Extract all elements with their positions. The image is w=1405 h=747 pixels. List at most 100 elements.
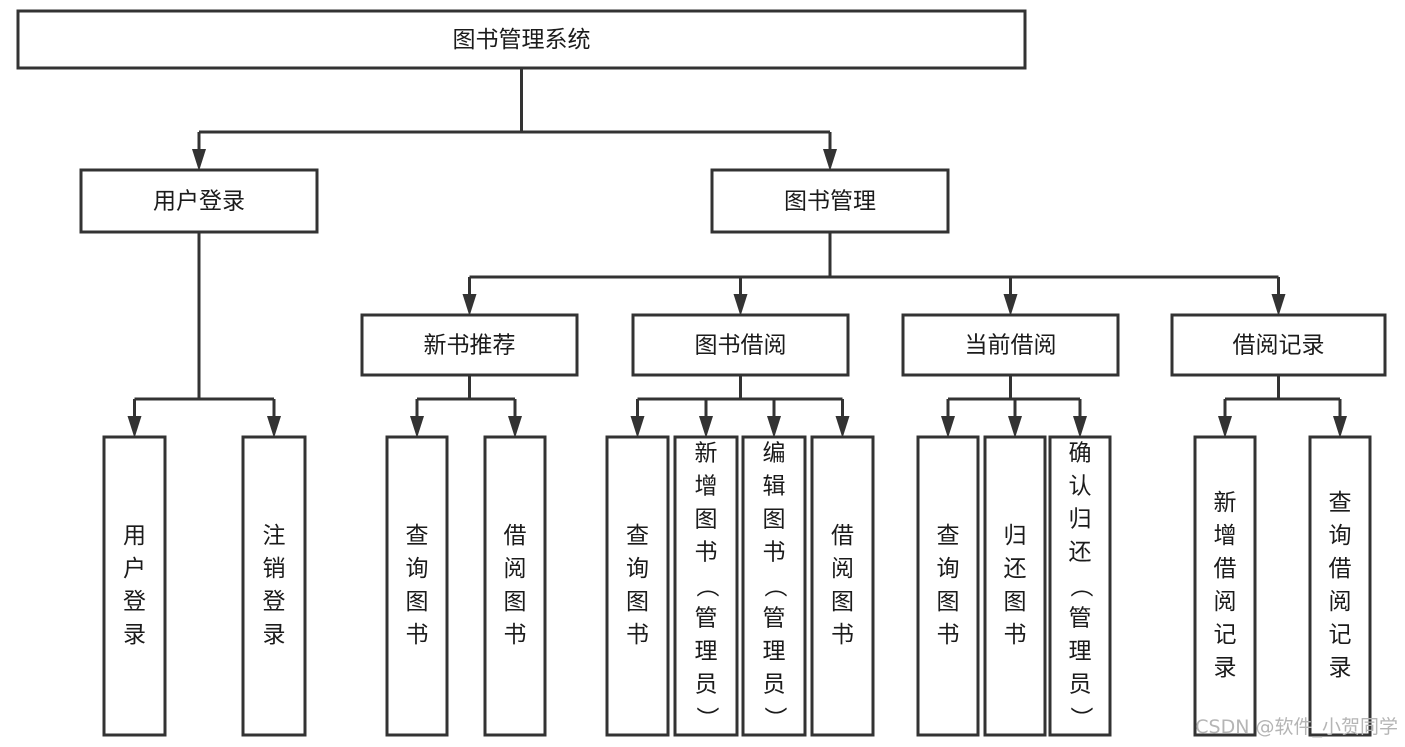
node-label-newbook: 新书推荐 (424, 333, 516, 359)
arrow-head-icon (733, 294, 748, 316)
svg-text:录: 录 (263, 622, 286, 648)
svg-text:销: 销 (263, 556, 286, 582)
arrow-head-icon (1218, 416, 1232, 438)
arrow-head-icon (630, 416, 645, 438)
node-borrow[interactable]: 图书借阅 (631, 313, 850, 377)
node-label-leaf-user-login: 用户登录 (123, 523, 146, 648)
svg-text:增: 增 (1214, 523, 1237, 549)
node-bookmgmt[interactable]: 图书管理 (710, 168, 950, 234)
node-box-leaf-user-login (102, 435, 167, 737)
node-box-leaf-query-book-borrow (605, 435, 670, 737)
svg-text:阅: 阅 (1329, 589, 1352, 615)
svg-text:）: ） (1068, 707, 1094, 730)
node-newbook[interactable]: 新书推荐 (360, 313, 579, 377)
svg-text:查: 查 (937, 523, 960, 549)
node-current[interactable]: 当前借阅 (901, 313, 1120, 377)
svg-text:记: 记 (1329, 622, 1352, 648)
svg-text:用: 用 (123, 523, 146, 549)
node-box-current (901, 313, 1120, 377)
node-box-leaf-user-logout (241, 435, 307, 737)
connector-layer (127, 68, 1347, 438)
node-box-leaf-query-book-current (916, 435, 980, 737)
svg-text:辑: 辑 (763, 474, 786, 500)
node-login[interactable]: 用户登录 (79, 168, 319, 234)
svg-text:还: 还 (1004, 556, 1027, 582)
svg-text:管: 管 (695, 606, 718, 632)
arrow-head-icon (1008, 416, 1022, 438)
svg-text:（: （ (694, 575, 720, 598)
svg-text:阅: 阅 (1214, 589, 1237, 615)
svg-text:录: 录 (1214, 655, 1237, 681)
svg-text:归: 归 (1069, 507, 1092, 533)
svg-text:员: 员 (1069, 672, 1092, 698)
arrow-head-icon (508, 416, 522, 438)
svg-text:注: 注 (263, 523, 286, 549)
svg-text:归: 归 (1004, 523, 1027, 549)
edges-from-borrow (630, 375, 850, 438)
svg-text:借: 借 (1214, 556, 1237, 582)
node-box-borrow (631, 313, 850, 377)
svg-text:图: 图 (504, 589, 527, 615)
node-root[interactable]: 图书管理系统 (16, 9, 1027, 70)
node-box-newbook (360, 313, 579, 377)
node-leaf-user-login[interactable]: 用户登录 (102, 435, 167, 737)
svg-text:询: 询 (406, 556, 429, 582)
edges-from-records (1218, 375, 1347, 438)
svg-text:认: 认 (1069, 474, 1092, 500)
svg-text:新: 新 (695, 441, 718, 467)
svg-text:查: 查 (406, 523, 429, 549)
node-box-leaf-confirm-return (1048, 435, 1112, 737)
arrow-head-icon (1333, 416, 1347, 438)
node-label-root: 图书管理系统 (453, 27, 591, 53)
node-box-bookmgmt (710, 168, 950, 234)
csdn-watermark: CSDN @软件_小贺同学 (1195, 716, 1398, 738)
svg-text:图: 图 (831, 589, 854, 615)
svg-text:书: 书 (504, 622, 527, 648)
svg-text:书: 书 (1004, 622, 1027, 648)
svg-text:阅: 阅 (831, 556, 854, 582)
svg-text:登: 登 (123, 589, 146, 615)
svg-text:员: 员 (763, 672, 786, 698)
node-label-bookmgmt: 图书管理 (784, 189, 876, 215)
node-box-leaf-borrow-book (810, 435, 875, 737)
arrow-head-icon (823, 149, 837, 171)
node-box-leaf-return-book (983, 435, 1047, 737)
arrow-head-icon (767, 416, 781, 438)
svg-text:（: （ (762, 575, 788, 598)
node-box-leaf-query-book-new (385, 435, 449, 737)
arrow-head-icon (1003, 294, 1018, 316)
svg-text:书: 书 (406, 622, 429, 648)
svg-text:管: 管 (763, 606, 786, 632)
svg-text:理: 理 (763, 639, 786, 665)
svg-text:书: 书 (937, 622, 960, 648)
svg-text:编: 编 (763, 441, 786, 467)
node-box-leaf-add-record (1193, 435, 1257, 737)
svg-text:借: 借 (504, 523, 527, 549)
svg-text:图: 图 (763, 507, 786, 533)
arrow-head-icon (941, 416, 955, 438)
node-records[interactable]: 借阅记录 (1170, 313, 1387, 377)
svg-text:询: 询 (626, 556, 649, 582)
